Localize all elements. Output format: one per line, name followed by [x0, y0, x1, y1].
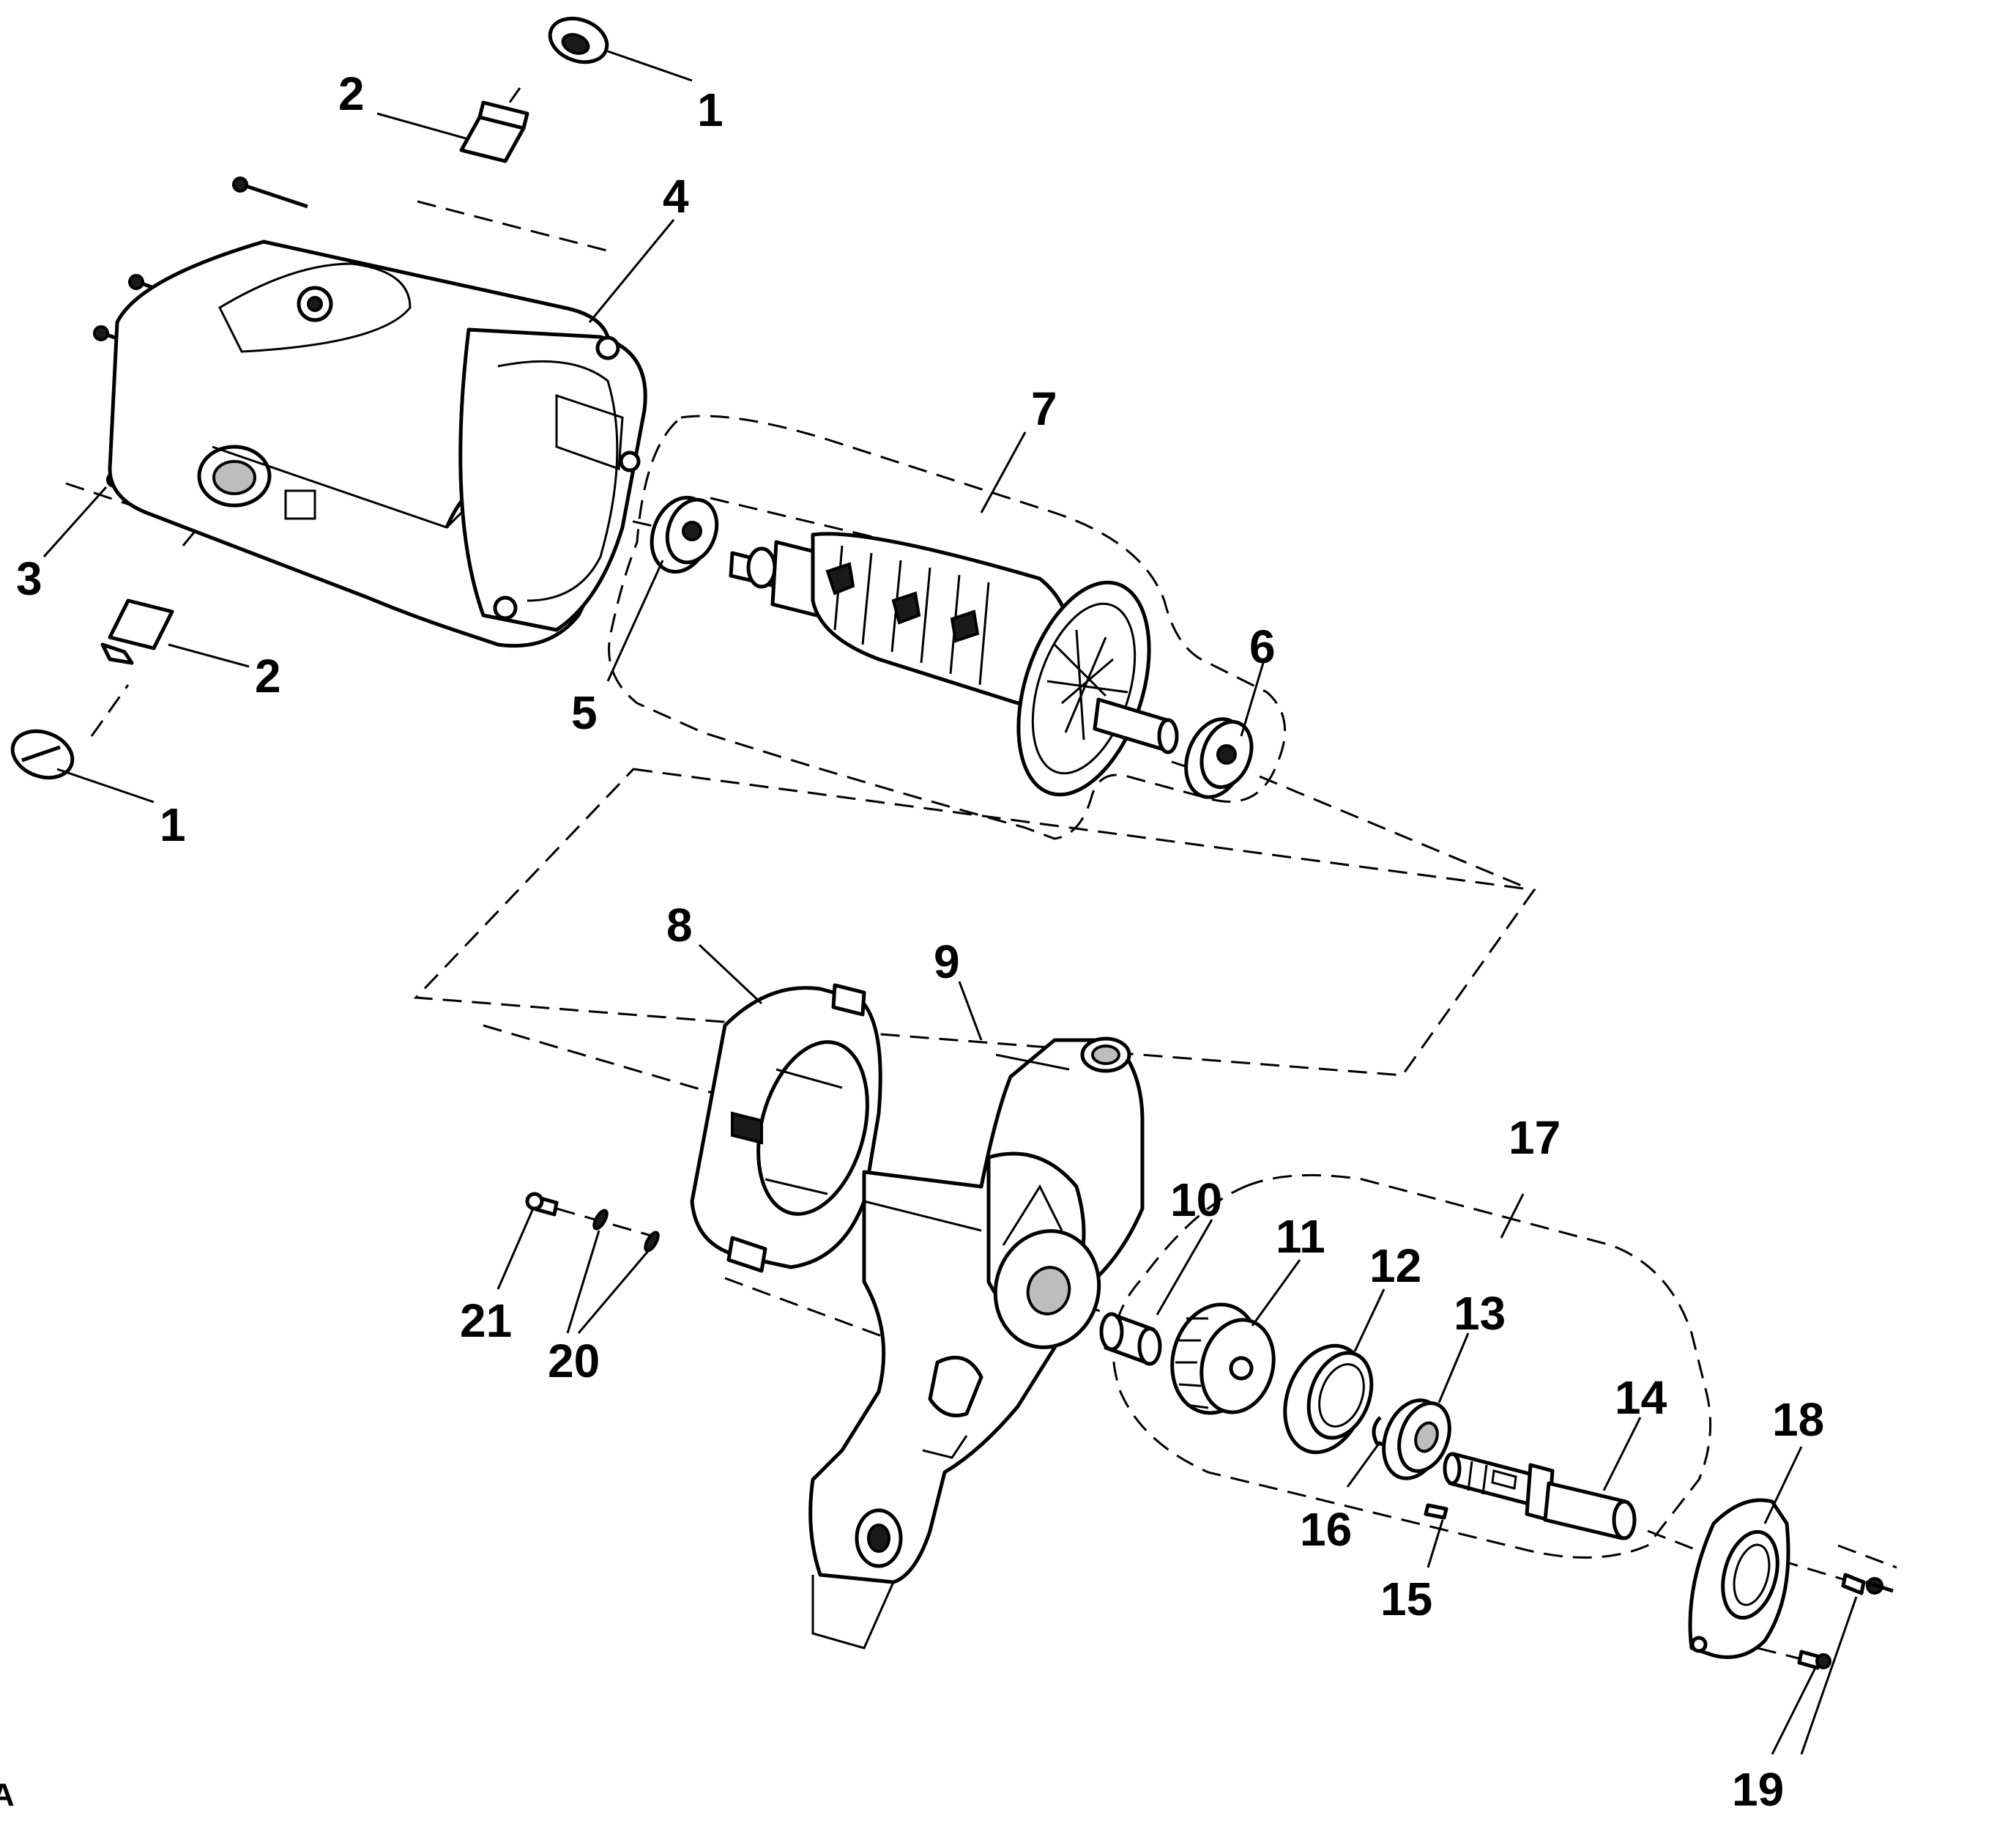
callout-12: 12 — [1369, 1239, 1421, 1292]
callout-21: 21 — [460, 1294, 512, 1347]
callout-1-top: 1 — [697, 84, 724, 136]
callout-1-bottom: 1 — [160, 798, 186, 851]
plate-screws — [1797, 1573, 1894, 1670]
callout-7: 7 — [1031, 382, 1057, 435]
callout-20: 20 — [548, 1335, 600, 1387]
corner-mark: A — [0, 1777, 15, 1813]
callout-3: 3 — [16, 552, 42, 605]
callout-11: 11 — [1276, 1210, 1325, 1263]
callout-2-top: 2 — [338, 67, 365, 120]
callout-6: 6 — [1249, 620, 1276, 673]
thrust-washer — [1382, 1398, 1451, 1480]
brush-holder-clips — [592, 1209, 660, 1253]
housing-assembly-outline — [413, 768, 1536, 1077]
callout-5: 5 — [571, 686, 598, 739]
callout-8: 8 — [666, 899, 693, 951]
callout-15: 15 — [1380, 1573, 1432, 1625]
motor-housing — [108, 240, 647, 648]
end-cap-top — [548, 16, 609, 64]
callout-16: 16 — [1300, 1503, 1352, 1556]
spindle-shaft — [1443, 1452, 1637, 1540]
leader-lines — [42, 50, 1858, 1755]
armature — [729, 532, 1179, 797]
shaft-assembly-outline — [1112, 1173, 1712, 1559]
woodruff-key — [1424, 1503, 1448, 1520]
callout-10: 10 — [1170, 1173, 1222, 1226]
callout-4: 4 — [663, 170, 689, 223]
callout-18: 18 — [1772, 1393, 1824, 1446]
callout-13: 13 — [1454, 1287, 1506, 1340]
callout-14: 14 — [1615, 1371, 1667, 1424]
clutch-ring — [1283, 1343, 1374, 1455]
armature-bearing-left — [650, 495, 719, 574]
callout-9: 9 — [934, 935, 960, 988]
bushing — [1099, 1312, 1162, 1366]
callout-2-bottom: 2 — [255, 650, 281, 702]
brush-bottom — [100, 598, 174, 665]
callout-19: 19 — [1732, 1763, 1784, 1816]
gear-housing — [808, 1036, 1145, 1650]
pinion-gear — [1170, 1302, 1276, 1415]
housing-screw-small — [525, 1192, 559, 1217]
bearing-retainer-plate — [1688, 1498, 1790, 1659]
callout-17: 17 — [1509, 1111, 1561, 1164]
end-cap-bottom — [10, 729, 75, 780]
callout-labels: 1 2 4 3 2 1 7 5 6 8 9 10 11 12 13 14 15 … — [0, 67, 1824, 1816]
armature-assembly-outline — [608, 415, 1287, 840]
field-assembly — [690, 983, 882, 1273]
brush-top — [459, 100, 529, 163]
armature-bearing-right — [1184, 717, 1254, 799]
